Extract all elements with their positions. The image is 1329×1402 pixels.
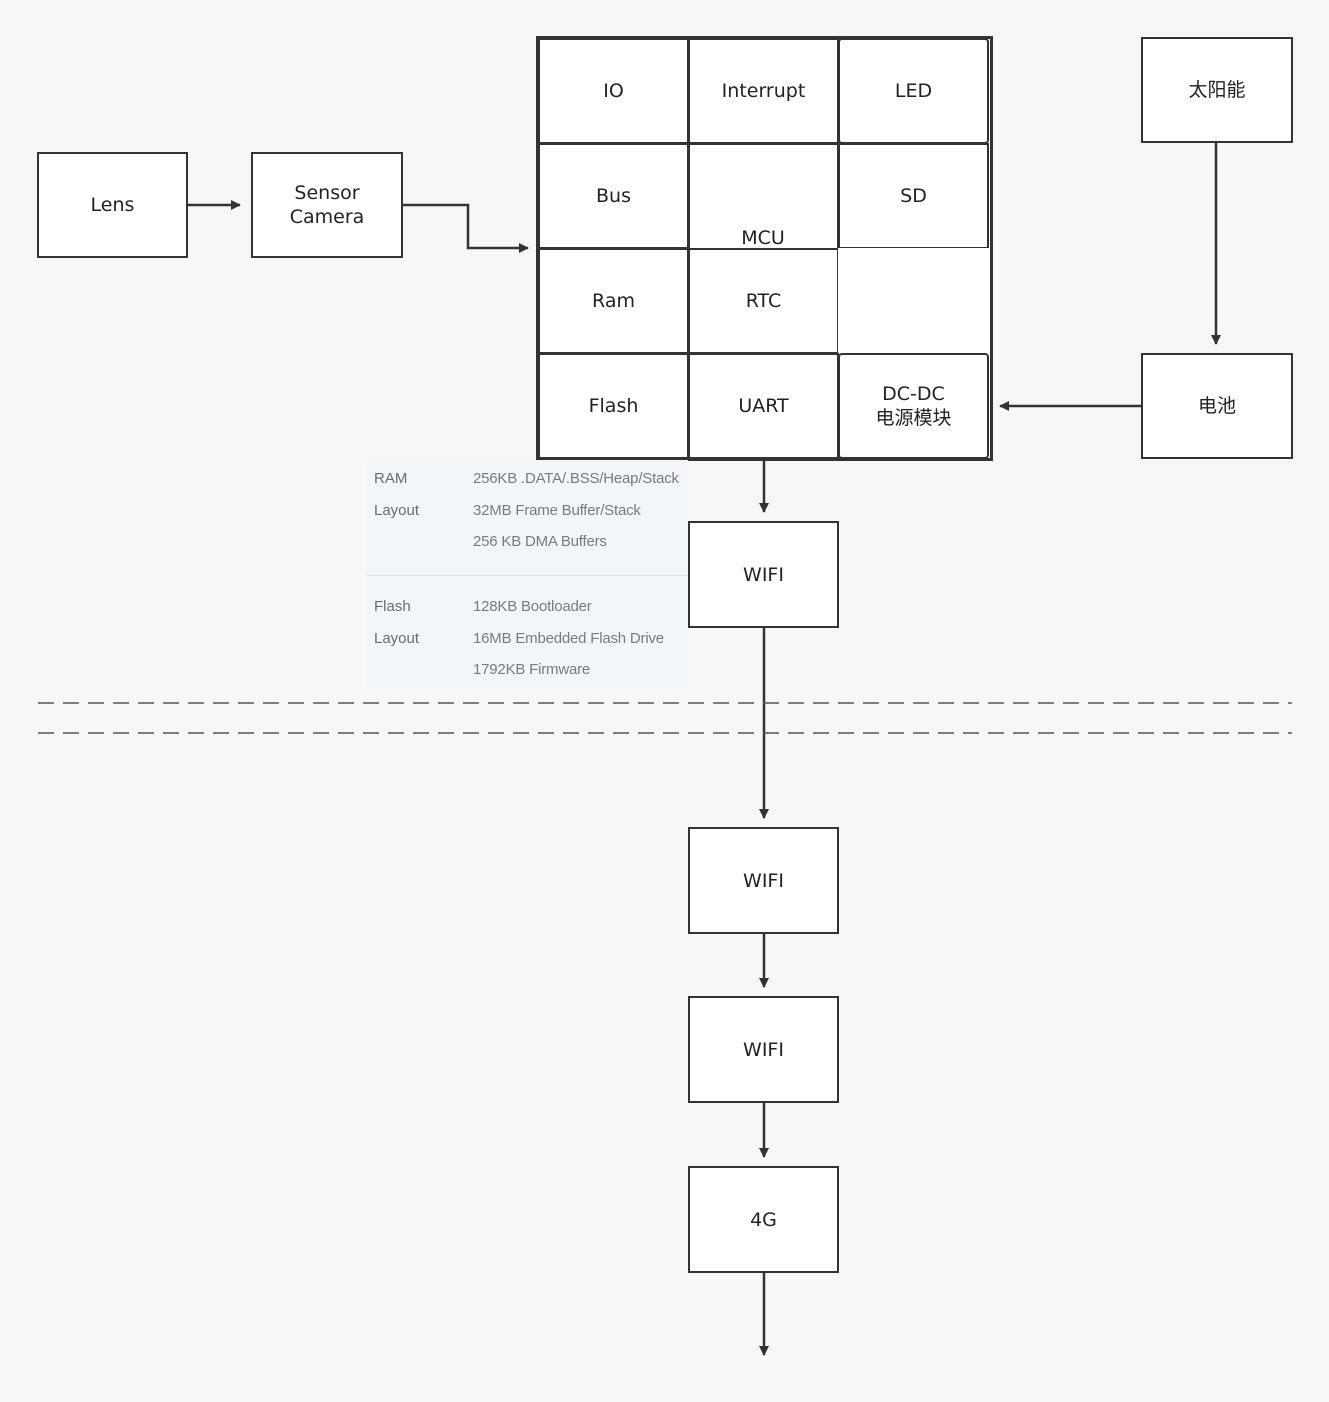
mcu-cell-ram: Ram [538,248,689,354]
mcu-cell-empty [838,248,989,354]
mcu-cell-sd: SD [838,143,989,249]
mcu-cell-interrupt: Interrupt [688,38,839,144]
mcu-cell-flash: Flash [538,353,689,459]
mcu-label: MCU [741,227,785,249]
sensor-camera-box: Sensor Camera [251,152,403,258]
mcu-cell-led: LED [838,38,989,144]
battery-box: 电池 [1141,353,1293,459]
ram-layout-label-2: Layout [374,502,420,519]
lens-box: Lens [37,152,188,258]
mcu-cell-dcdc: DC-DC 电源模块 [838,353,989,459]
ram-layout-section: RAM Layout 256KB .DATA/.BSS/Heap/Stack 3… [366,460,688,574]
solar-box: 太阳能 [1141,37,1293,143]
ram-layout-label-1: RAM [374,470,408,487]
mcu-cell-rtc: RTC [688,248,839,354]
wifi-box-1: WIFI [688,521,839,628]
flash-layout-value: 128KB Bootloader [473,598,592,615]
wifi-box-3: WIFI [688,996,839,1103]
flash-layout-value: 16MB Embedded Flash Drive [473,630,664,647]
memory-layout-table: RAM Layout 256KB .DATA/.BSS/Heap/Stack 3… [366,460,688,688]
flash-layout-label-2: Layout [374,630,420,647]
ram-layout-value: 256 KB DMA Buffers [473,533,607,550]
ram-layout-value: 256KB .DATA/.BSS/Heap/Stack [473,470,679,487]
mcu-cell-uart: UART [688,353,839,459]
mcu-cell-io: IO [538,38,689,144]
flash-layout-section: Flash Layout 128KB Bootloader 16MB Embed… [366,575,688,689]
flash-layout-value: 1792KB Firmware [473,661,591,678]
wifi-box-2: WIFI [688,827,839,934]
arrow-sensor-to-mcu [403,203,529,253]
flash-layout-label-1: Flash [374,598,411,615]
ram-layout-value: 32MB Frame Buffer/Stack [473,502,641,519]
mcu-cell-bus: Bus [538,143,689,249]
4g-box: 4G [688,1166,839,1273]
